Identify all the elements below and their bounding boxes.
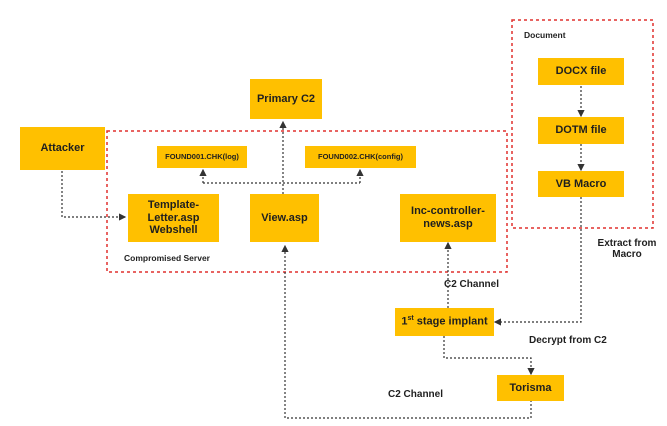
found002-label: FOUND002.CHK(config) [317,151,403,161]
compromised-server-group [106,130,508,273]
found002-node: FOUND002.CHK(config) [305,146,416,168]
edge-macro-to-implant [493,197,582,326]
compromised-server-label: Compromised Server [124,253,210,263]
torisma-node: Torisma [497,375,564,401]
inc-controller-label: Inc-controller-news.asp [411,205,485,230]
view-asp-node: View.asp [250,194,319,242]
edge-attacker-to-webshell [61,171,127,221]
found001-label: FOUND001.CHK(log) [165,151,239,161]
view-asp-label: View.asp [261,211,308,224]
primary-c2-node: Primary C2 [250,79,322,119]
vb-macro-label: VB Macro [555,177,607,190]
document-group-label: Document [524,30,566,40]
found001-node: FOUND001.CHK(log) [157,146,247,168]
template-letter-label: Template-Letter.asp Webshell [147,199,200,237]
edge-torisma-to-view [281,244,532,419]
vb-macro-node: VB Macro [538,171,624,197]
edge-label-decrypt-from-c2: Decrypt from C2 [529,335,607,346]
first-stage-implant-node: 1st stage implant [395,308,494,336]
edge-implant-to-torisma [443,336,535,376]
implant-label: 1st stage implant [401,315,488,328]
edge-label-c2-channel-upper: C2 Channel [444,279,500,290]
template-letter-node: Template-Letter.asp Webshell [128,194,219,242]
attacker-label: Attacker [40,142,85,155]
attacker-node: Attacker [20,127,105,170]
dotm-label: DOTM file [555,124,607,137]
docx-node: DOCX file [538,58,624,85]
edge-label-extract-from-macro: Extract from Macro [597,238,657,260]
dotm-node: DOTM file [538,117,624,144]
inc-controller-node: Inc-controller-news.asp [400,194,496,242]
document-group [511,19,654,229]
edge-label-c2-channel-lower: C2 Channel [388,389,444,400]
primary-c2-label: Primary C2 [256,92,316,105]
docx-label: DOCX file [555,65,607,78]
torisma-label: Torisma [509,381,552,394]
